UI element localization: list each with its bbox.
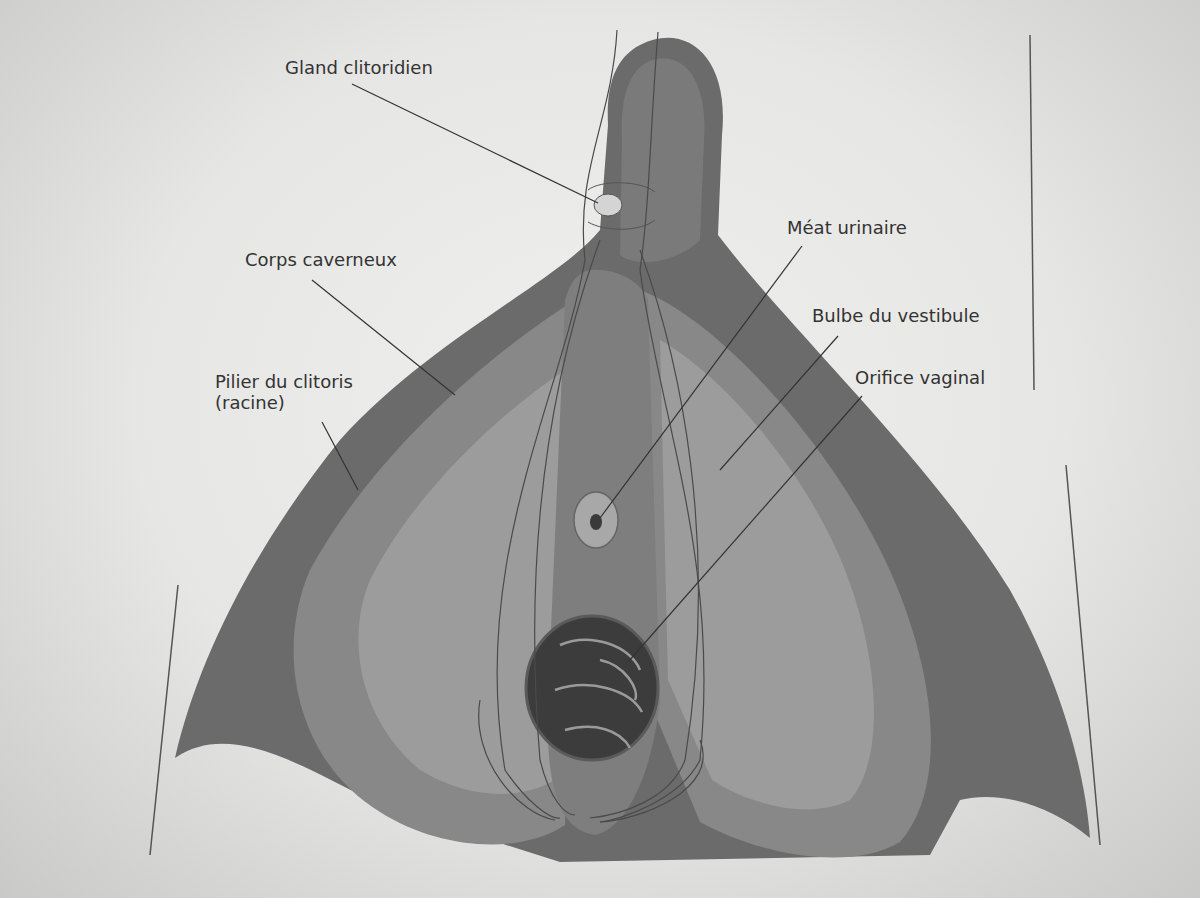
vaginal-orifice-shape: [526, 616, 658, 760]
edge-line: [150, 585, 178, 855]
glans-shape: [594, 194, 622, 216]
corpus-cavernosum-shape: [175, 38, 1090, 862]
part-label: Corps caverneux: [245, 250, 397, 271]
vestibular-bulb-left-highlight: [358, 370, 565, 794]
edge-line: [1030, 35, 1034, 390]
leader-line: [312, 84, 862, 662]
meatus-shape: [574, 492, 618, 548]
part-label: Pilier du clitoris (racine): [215, 372, 405, 413]
shaft-shape: [620, 58, 705, 262]
part-label: Orifice vaginal: [855, 368, 985, 389]
part-label: Méat urinaire: [787, 218, 907, 239]
part-label: Gland clitoridien: [285, 58, 433, 79]
part-label: Bulbe du vestibule: [812, 306, 980, 327]
meatus-opening: [590, 514, 602, 530]
vestibular-bulb-right-highlight: [660, 340, 874, 809]
vaginal-fold-line: [555, 640, 642, 748]
labia-outline: [479, 30, 704, 822]
